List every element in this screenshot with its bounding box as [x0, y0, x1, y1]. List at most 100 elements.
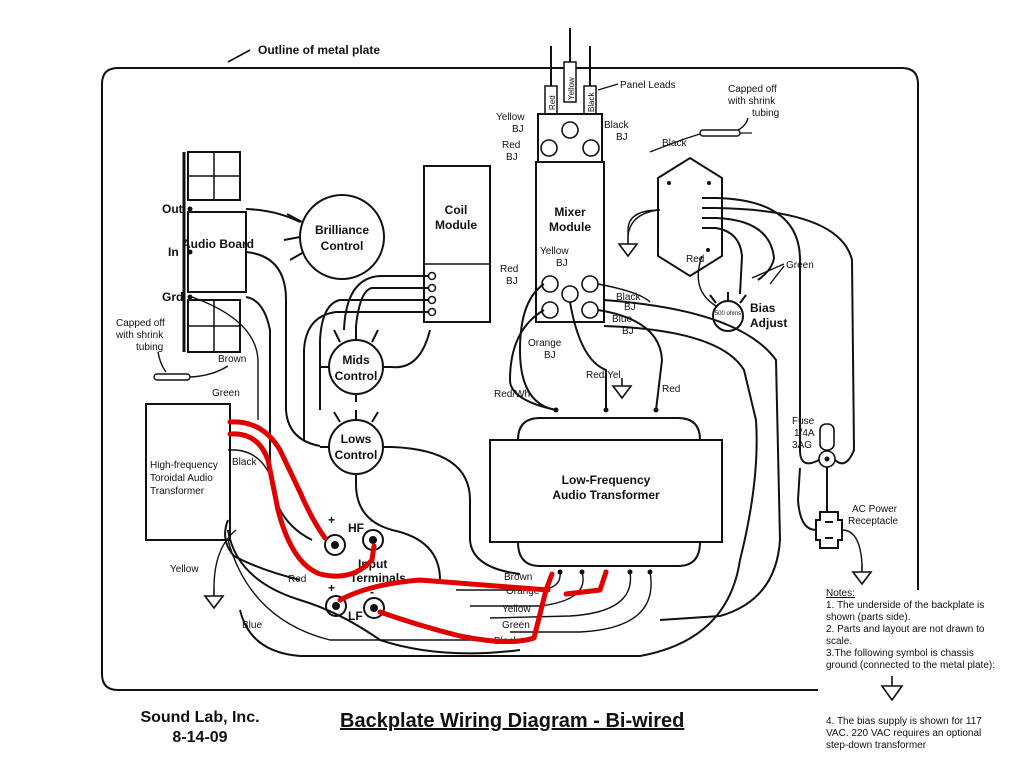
mixer-label-2: Module — [549, 220, 591, 234]
plate-label: Outline of metal plate — [258, 43, 380, 57]
fuse-label-1: Fuse — [792, 416, 815, 427]
red-bias-label: Red — [686, 254, 704, 265]
red-left-label: Red — [288, 574, 306, 585]
black-cap-label: Black — [662, 138, 687, 149]
lead-red-label: Red — [548, 95, 557, 110]
bj-yellow-top-2: BJ — [512, 124, 524, 135]
hf-trans-l3: Transformer — [150, 486, 205, 497]
notes-block: Notes: 1. The underside of the backplate… — [826, 588, 1006, 752]
bj-yellow-top: Yellow — [496, 112, 525, 123]
red-yel-label: Red/Yel — [586, 370, 621, 381]
red-wh-label: Red/Wh — [494, 389, 530, 400]
panel-leads-label: Panel Leads — [620, 80, 676, 91]
coil-label-2: Module — [435, 218, 477, 232]
note-2: 2. Parts and layout are not drawn to sca… — [826, 624, 985, 647]
capped-right-l3: tubing — [752, 108, 779, 119]
lows-control: Lows Control — [320, 410, 392, 484]
bj-black-top: Black — [604, 120, 629, 131]
hf-plus: + — [328, 513, 335, 527]
lf-transformer: Low-Frequency Audio Transformer Red/Wh R… — [489, 370, 723, 575]
lf-trans-l2: Audio Transformer — [552, 488, 660, 502]
ac-ground-symbol — [852, 563, 872, 585]
hf-transformer: High-frequency Toroidal Audio Transforme… — [145, 403, 231, 541]
bj-red-bottom: Red — [500, 264, 518, 275]
ground-symbol — [618, 235, 638, 257]
fuse-label-3: 3AG — [792, 440, 812, 451]
bias-label-2: Adjust — [750, 316, 787, 330]
ac-label-1: AC Power — [852, 504, 898, 515]
panel-leads: Red Yellow Black Panel Leads — [544, 28, 676, 115]
coil-label: Coil — [445, 203, 468, 217]
metal-plate-outline — [101, 67, 919, 691]
capped-left-l1: Capped off — [116, 318, 165, 329]
bj-red-bottom-2: BJ — [506, 276, 518, 287]
mids-control: Mids Control — [320, 326, 392, 402]
bias-supply-transformer: Red — [657, 156, 723, 278]
mids-label-2: Control — [335, 369, 378, 383]
notes-heading: Notes: — [826, 588, 855, 599]
capped-left-l2: with shrink — [115, 330, 164, 341]
fuse: Fuse 1/4A 3AG — [792, 416, 836, 468]
hf-trans-l1: High-frequency — [150, 460, 218, 471]
bj-red-top: Red — [502, 140, 520, 151]
lead-yellow-label: Yellow — [567, 77, 576, 100]
coil-module: Coil Module — [423, 165, 491, 323]
bj-orange-bottom-2: BJ — [544, 350, 556, 361]
notes-ground-symbol — [880, 676, 904, 702]
blue-label: Blue — [242, 620, 262, 631]
lead-black-label: Black — [587, 91, 596, 112]
note-4: 4. The bias supply is shown for 117 VAC.… — [826, 716, 982, 751]
hf-label: HF — [348, 521, 364, 535]
capped-left-l3: tubing — [136, 342, 163, 353]
bj-orange-bottom: Orange — [528, 338, 562, 349]
red-wires — [227, 419, 609, 645]
yellow-label: Yellow — [170, 564, 199, 575]
diagram-title: Backplate Wiring Diagram - Bi-wired — [340, 710, 685, 732]
green-hf-label: Green — [212, 388, 240, 399]
mixer-module: Mixer Module — [535, 113, 605, 323]
bj-yellow-bottom: Yellow — [540, 246, 569, 257]
mixer-label: Mixer — [554, 205, 586, 219]
bias-label: Bias — [750, 301, 776, 315]
lf-plus: + — [328, 581, 335, 595]
plate-label-leader — [227, 49, 251, 63]
pin-out-label: Out — [162, 202, 183, 216]
hf-ground-symbol — [204, 587, 224, 609]
lf-label: LF — [348, 609, 363, 623]
ac-label-2: Receptacle — [848, 516, 898, 527]
capped-right-l2: with shrink — [727, 96, 776, 107]
capped-right-l1: Capped off — [728, 84, 777, 95]
lows-label: Lows — [341, 432, 372, 446]
input-terminals: + - HF + - LF Input Terminals — [324, 513, 406, 623]
note-1: 1. The underside of the backplate is sho… — [826, 600, 985, 623]
company-block: Sound Lab, Inc. 8-14-09 — [130, 708, 270, 748]
hf-trans-l2: Toroidal Audio — [150, 473, 213, 484]
ac-power-receptacle: AC Power Receptacle — [815, 504, 898, 549]
lf-orange-label: Orange — [506, 586, 540, 597]
lf-trans-l1: Low-Frequency — [562, 473, 651, 487]
bj-yellow-bottom-2: BJ — [556, 258, 568, 269]
brown-label: Brown — [218, 354, 246, 365]
company-name: Sound Lab, Inc. — [140, 709, 260, 726]
brilliance-label-2: Control — [321, 239, 364, 253]
fuse-label-2: 1/4A — [794, 428, 815, 439]
capped-wire-left: Capped off with shrink tubing Brown Gree… — [115, 318, 257, 468]
lf-yellow-label: Yellow — [502, 604, 531, 615]
bj-black-top-2: BJ — [616, 132, 628, 143]
brilliance-control: Brilliance Control — [283, 194, 385, 280]
lows-label-2: Control — [335, 448, 378, 462]
lf-brown-label: Brown — [504, 572, 532, 583]
mids-label: Mids — [342, 353, 370, 367]
lf-minus: - — [370, 585, 374, 599]
bj-blue-bottom: Blue — [612, 314, 632, 325]
bj-red-top-2: BJ — [506, 152, 518, 163]
lf-ground-symbol — [612, 377, 632, 399]
bias-adjust: 500 ohms Bias Adjust Green — [709, 260, 814, 332]
note-3-ground-space — [826, 672, 1006, 716]
black-hf-label: Black — [232, 457, 257, 468]
pin-in-label: In — [168, 245, 179, 259]
capped-wire-right: Capped off with shrink tubing Black — [649, 84, 779, 153]
audio-board-label: Audio Board — [182, 237, 254, 251]
bias-value: 500 ohms — [715, 311, 741, 317]
